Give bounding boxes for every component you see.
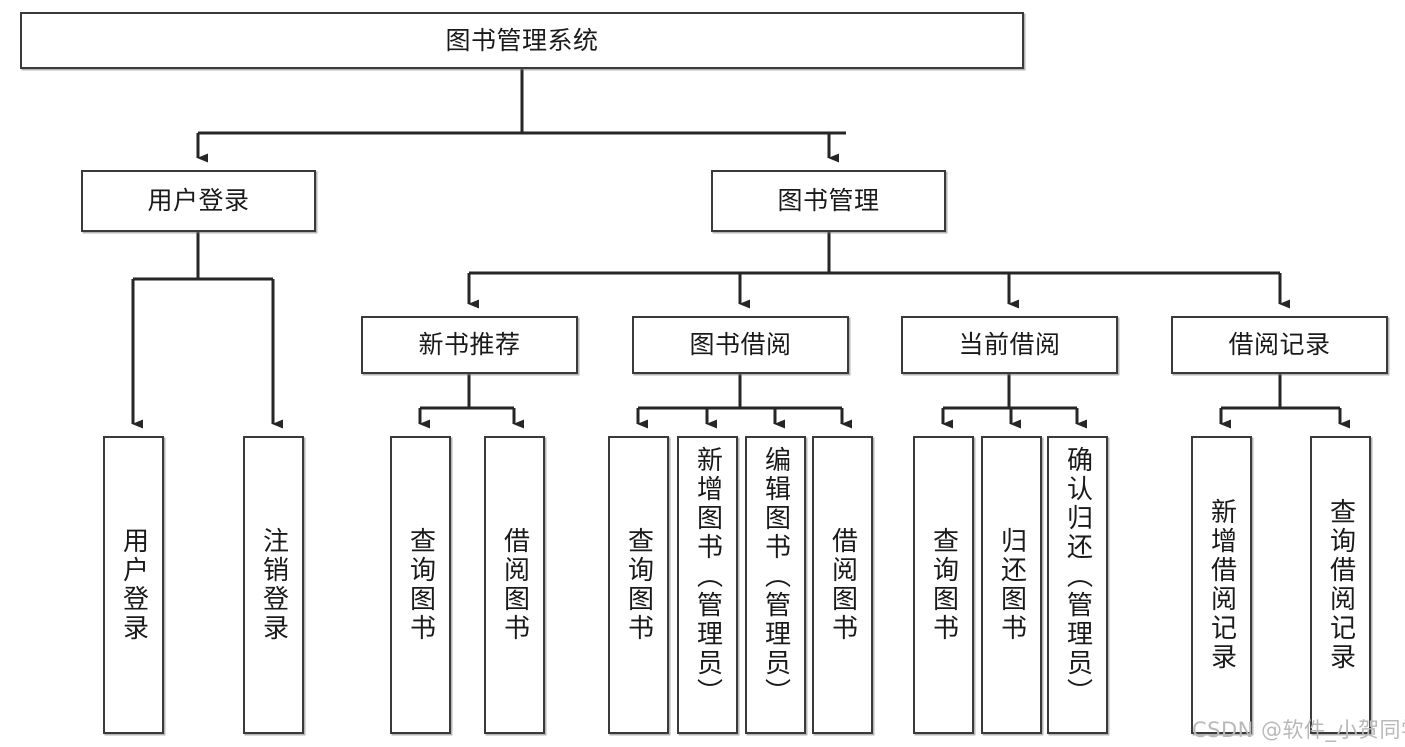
node-label: 查询图书 [623,527,654,643]
node-label: 借阅图书 [827,527,858,643]
node-label: 借阅记录 [1228,330,1331,360]
node-leaf-confirm-return-admin[interactable]: 确认归还（管理员） [1047,436,1108,734]
node-leaf-borrow-book[interactable]: 借阅图书 [812,436,873,734]
node-book-borrow[interactable]: 图书借阅 [632,316,849,374]
node-label: 查询图书 [928,527,959,643]
node-label: 图书管理系统 [445,25,599,55]
node-label: 当前借阅 [958,330,1061,360]
node-label: 查询借阅记录 [1325,498,1356,672]
node-label: 借阅图书 [499,527,530,643]
node-label: 新增借阅记录 [1206,498,1237,672]
node-label: 用户登录 [147,186,250,216]
node-label: 确认归还（管理员） [1062,446,1093,707]
csdn-watermark: CSDN @软件_小贺同学 [1192,718,1405,742]
node-leaf-borrow-book-recommend[interactable]: 借阅图书 [484,436,545,734]
node-leaf-query-book-recommend[interactable]: 查询图书 [390,436,451,734]
node-leaf-edit-book-admin[interactable]: 编辑图书（管理员） [745,436,806,734]
node-label: 新增图书（管理员） [692,446,723,707]
node-label: 注销登录 [258,527,289,643]
node-book-management[interactable]: 图书管理 [711,170,946,232]
node-borrow-records[interactable]: 借阅记录 [1171,316,1388,374]
node-label: 编辑图书（管理员） [760,446,791,707]
node-label: 图书管理 [777,186,880,216]
node-current-borrow[interactable]: 当前借阅 [901,316,1118,374]
node-label: 新书推荐 [418,330,521,360]
node-leaf-add-borrow-record[interactable]: 新增借阅记录 [1191,436,1252,734]
node-leaf-return-book[interactable]: 归还图书 [981,436,1042,734]
node-leaf-query-book-current[interactable]: 查询图书 [913,436,974,734]
node-new-book-recommend[interactable]: 新书推荐 [361,316,578,374]
node-label: 图书借阅 [689,330,792,360]
node-root-system[interactable]: 图书管理系统 [20,12,1024,69]
node-leaf-query-borrow-record[interactable]: 查询借阅记录 [1310,436,1371,734]
node-leaf-query-book-borrow[interactable]: 查询图书 [608,436,669,734]
node-leaf-add-book-admin[interactable]: 新增图书（管理员） [677,436,738,734]
node-label: 查询图书 [405,527,436,643]
node-leaf-logout[interactable]: 注销登录 [243,436,304,734]
node-label: 用户登录 [118,527,149,643]
node-user-login[interactable]: 用户登录 [81,170,316,232]
node-leaf-user-login[interactable]: 用户登录 [103,436,164,734]
node-label: 归还图书 [996,527,1027,643]
